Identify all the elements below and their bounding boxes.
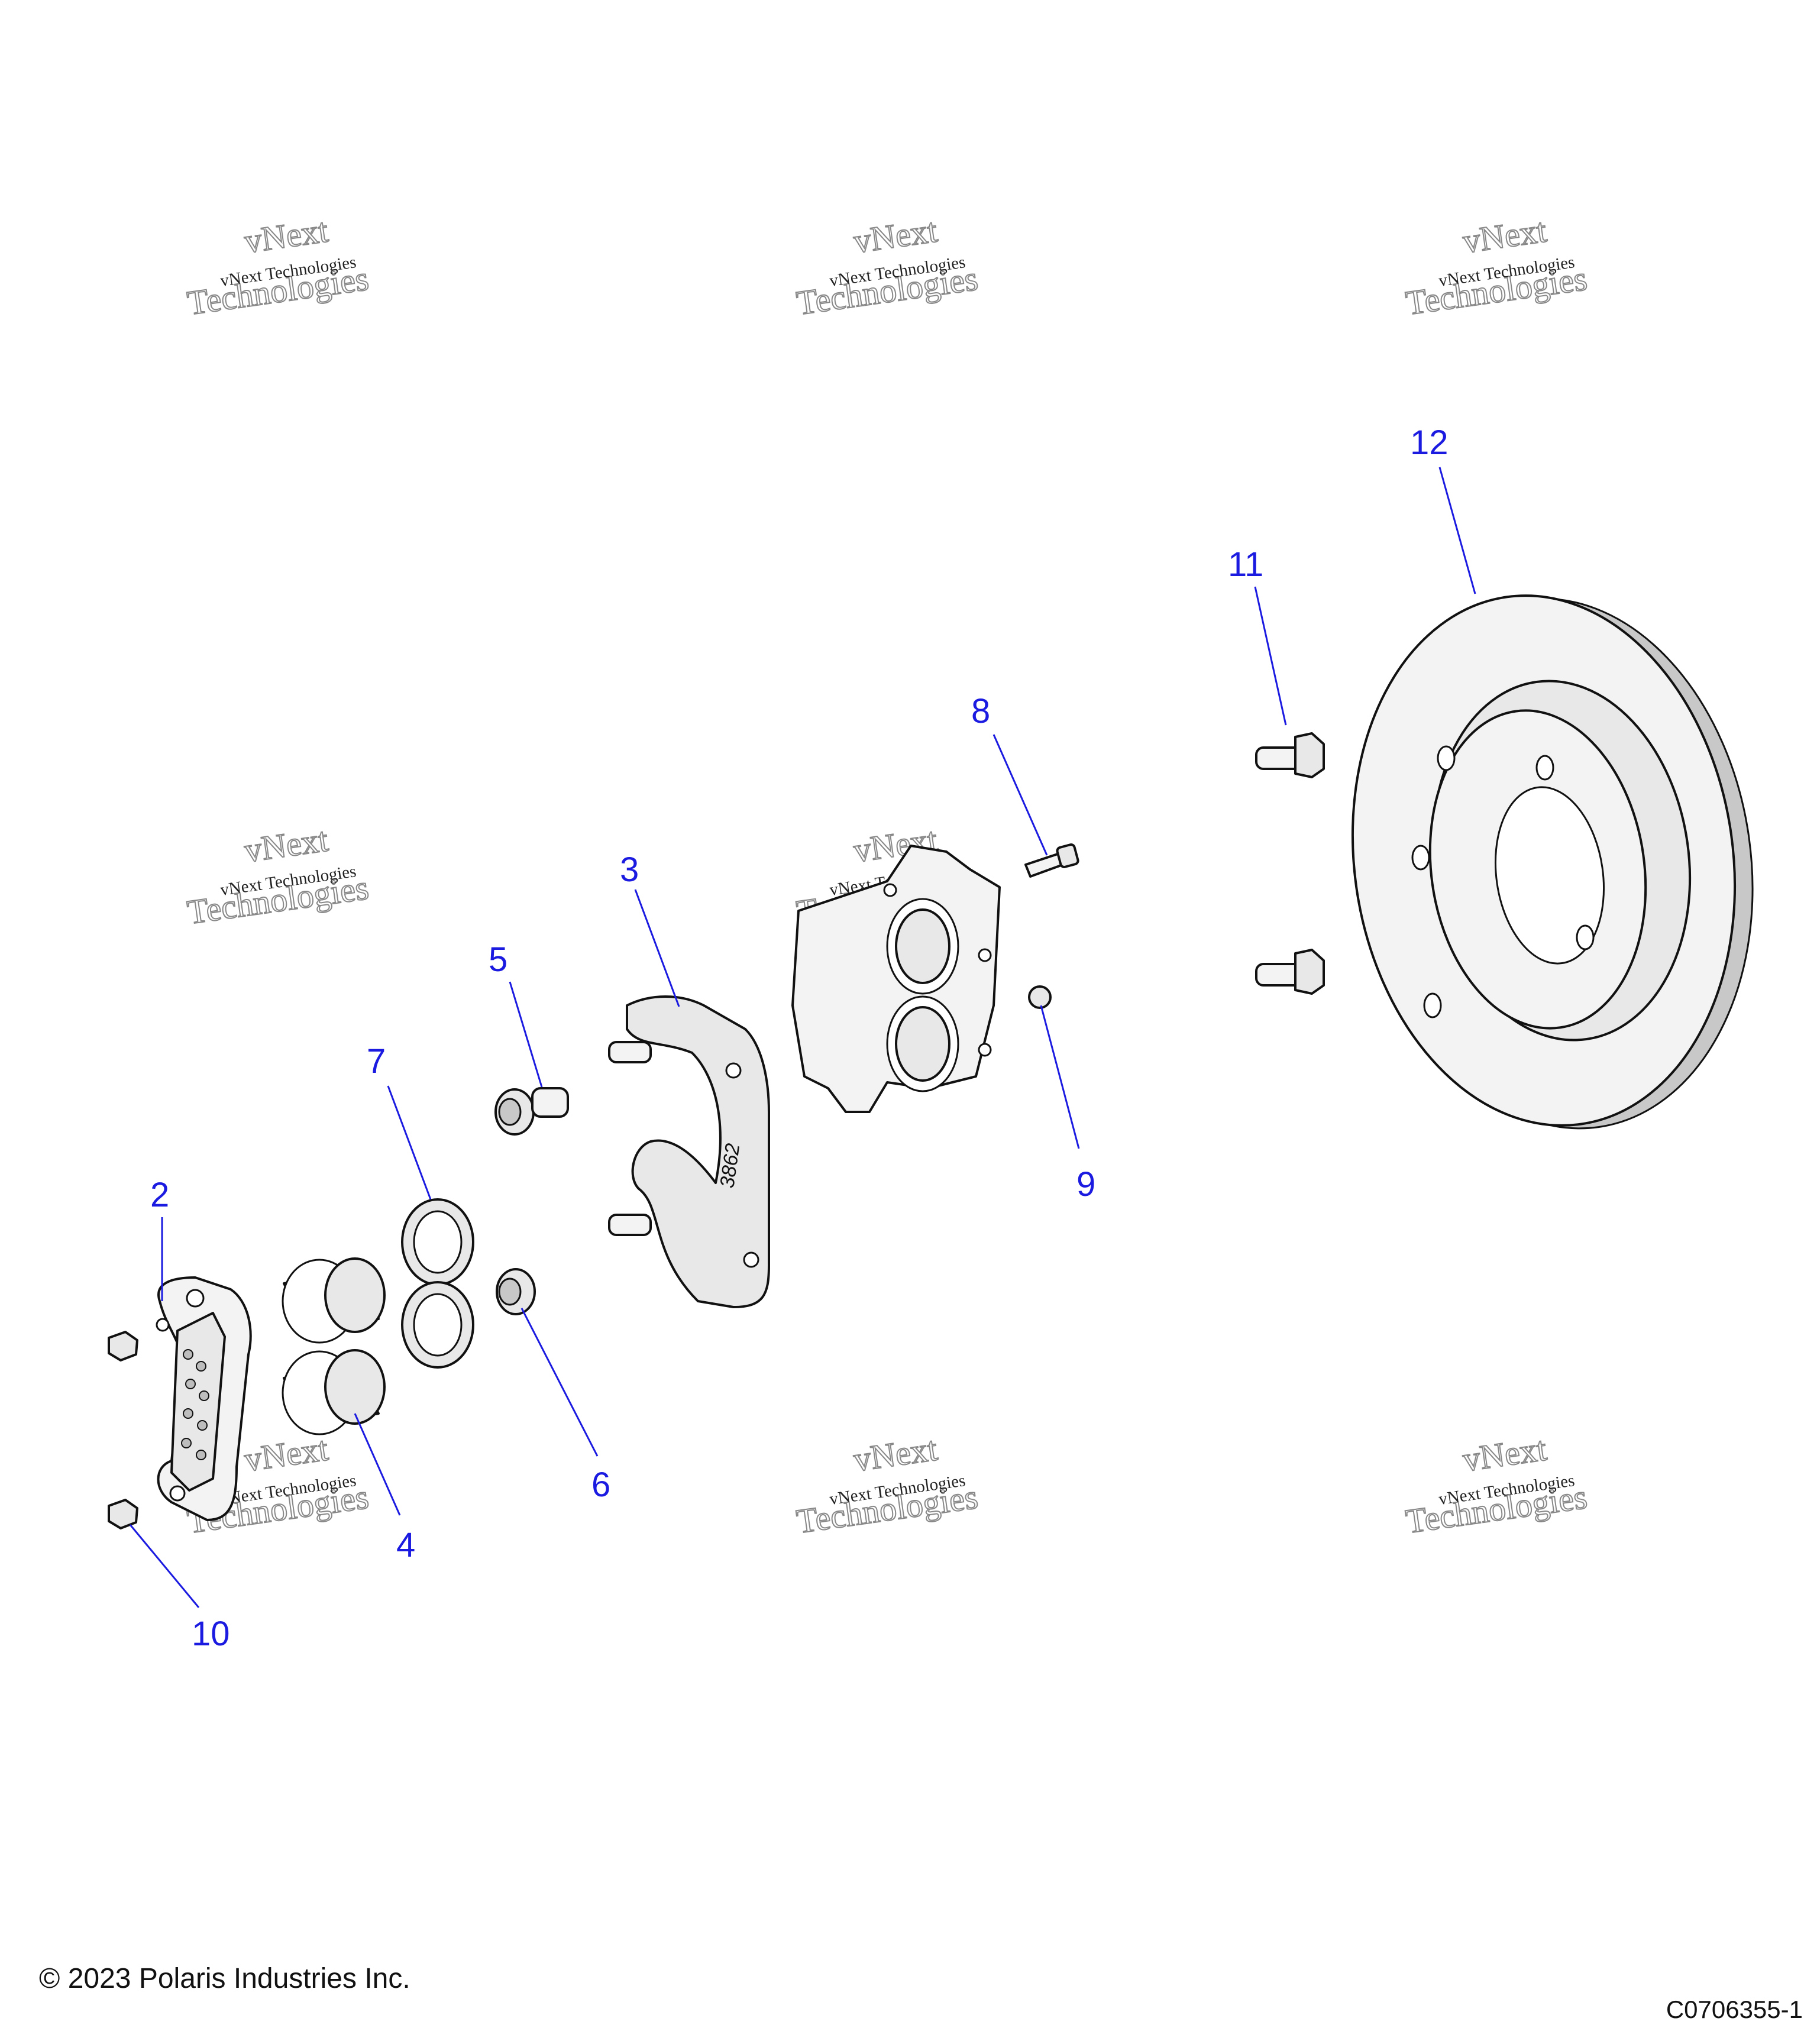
part-piston bbox=[282, 1349, 386, 1435]
leader-line bbox=[129, 1524, 200, 1608]
part-pad-bolt bbox=[108, 1499, 138, 1529]
part-plug bbox=[1028, 985, 1052, 1009]
part-piston-seal bbox=[401, 1198, 474, 1286]
svg-text:vNext: vNext bbox=[851, 211, 939, 260]
svg-text:vNext: vNext bbox=[242, 1429, 330, 1479]
part-brake-pad bbox=[156, 1276, 252, 1521]
part-boot bbox=[496, 1268, 536, 1315]
part-piston bbox=[282, 1257, 386, 1344]
figure-id: C0706355-1 bbox=[1666, 1996, 1803, 2023]
callout-5: 5 bbox=[489, 940, 507, 979]
svg-text:vNext: vNext bbox=[242, 820, 330, 869]
callout-2: 2 bbox=[150, 1176, 169, 1214]
leader-line bbox=[1438, 467, 1476, 594]
part-caliper-bracket: 3862 bbox=[608, 995, 770, 1308]
watermark: Technologies vNext vNext Technologies bbox=[185, 210, 371, 323]
svg-text:vNext: vNext bbox=[242, 211, 330, 260]
svg-text:vNext: vNext bbox=[851, 1429, 939, 1479]
part-rotor-bolt bbox=[1255, 732, 1325, 778]
watermark: Technologies vNext vNext Technologies bbox=[794, 210, 981, 323]
part-bleeder-screw bbox=[1024, 843, 1079, 878]
watermark: Technologies vNext vNext Technologies bbox=[794, 1428, 981, 1541]
part-piston-seal bbox=[401, 1281, 474, 1369]
watermark: Technologies vNext vNext Technologies bbox=[1403, 210, 1590, 323]
leader-line bbox=[992, 734, 1048, 856]
callout-8: 8 bbox=[971, 692, 990, 730]
leader-line bbox=[387, 1085, 432, 1200]
watermark: Technologies vNext vNext Technologies bbox=[185, 819, 371, 932]
part-caliper-body bbox=[791, 845, 1001, 1113]
callout-12: 12 bbox=[1410, 423, 1449, 462]
callout-3: 3 bbox=[620, 850, 639, 889]
leader-line bbox=[509, 981, 543, 1088]
callout-6: 6 bbox=[591, 1466, 610, 1504]
part-pad-bolt bbox=[108, 1331, 138, 1361]
copyright-notice: © 2023 Polaris Industries Inc. bbox=[39, 1963, 410, 1994]
part-rotor-bolt bbox=[1255, 949, 1325, 995]
svg-text:vNext: vNext bbox=[1460, 211, 1548, 260]
part-brake-rotor bbox=[1351, 594, 1754, 1130]
watermark: Technologies vNext vNext Technologies bbox=[1403, 1428, 1590, 1541]
leader-line bbox=[354, 1413, 401, 1516]
callout-4: 4 bbox=[396, 1526, 415, 1564]
leader-line bbox=[634, 889, 680, 1007]
part-slide-pin bbox=[494, 1087, 569, 1136]
callout-7: 7 bbox=[367, 1042, 386, 1081]
svg-text:vNext: vNext bbox=[1460, 1429, 1548, 1479]
leader-line bbox=[1040, 1005, 1080, 1149]
leader-line bbox=[520, 1308, 599, 1457]
callout-11: 11 bbox=[1228, 545, 1263, 584]
callout-9: 9 bbox=[1076, 1165, 1095, 1204]
leader-line bbox=[1254, 586, 1287, 726]
callout-10: 10 bbox=[192, 1615, 230, 1653]
